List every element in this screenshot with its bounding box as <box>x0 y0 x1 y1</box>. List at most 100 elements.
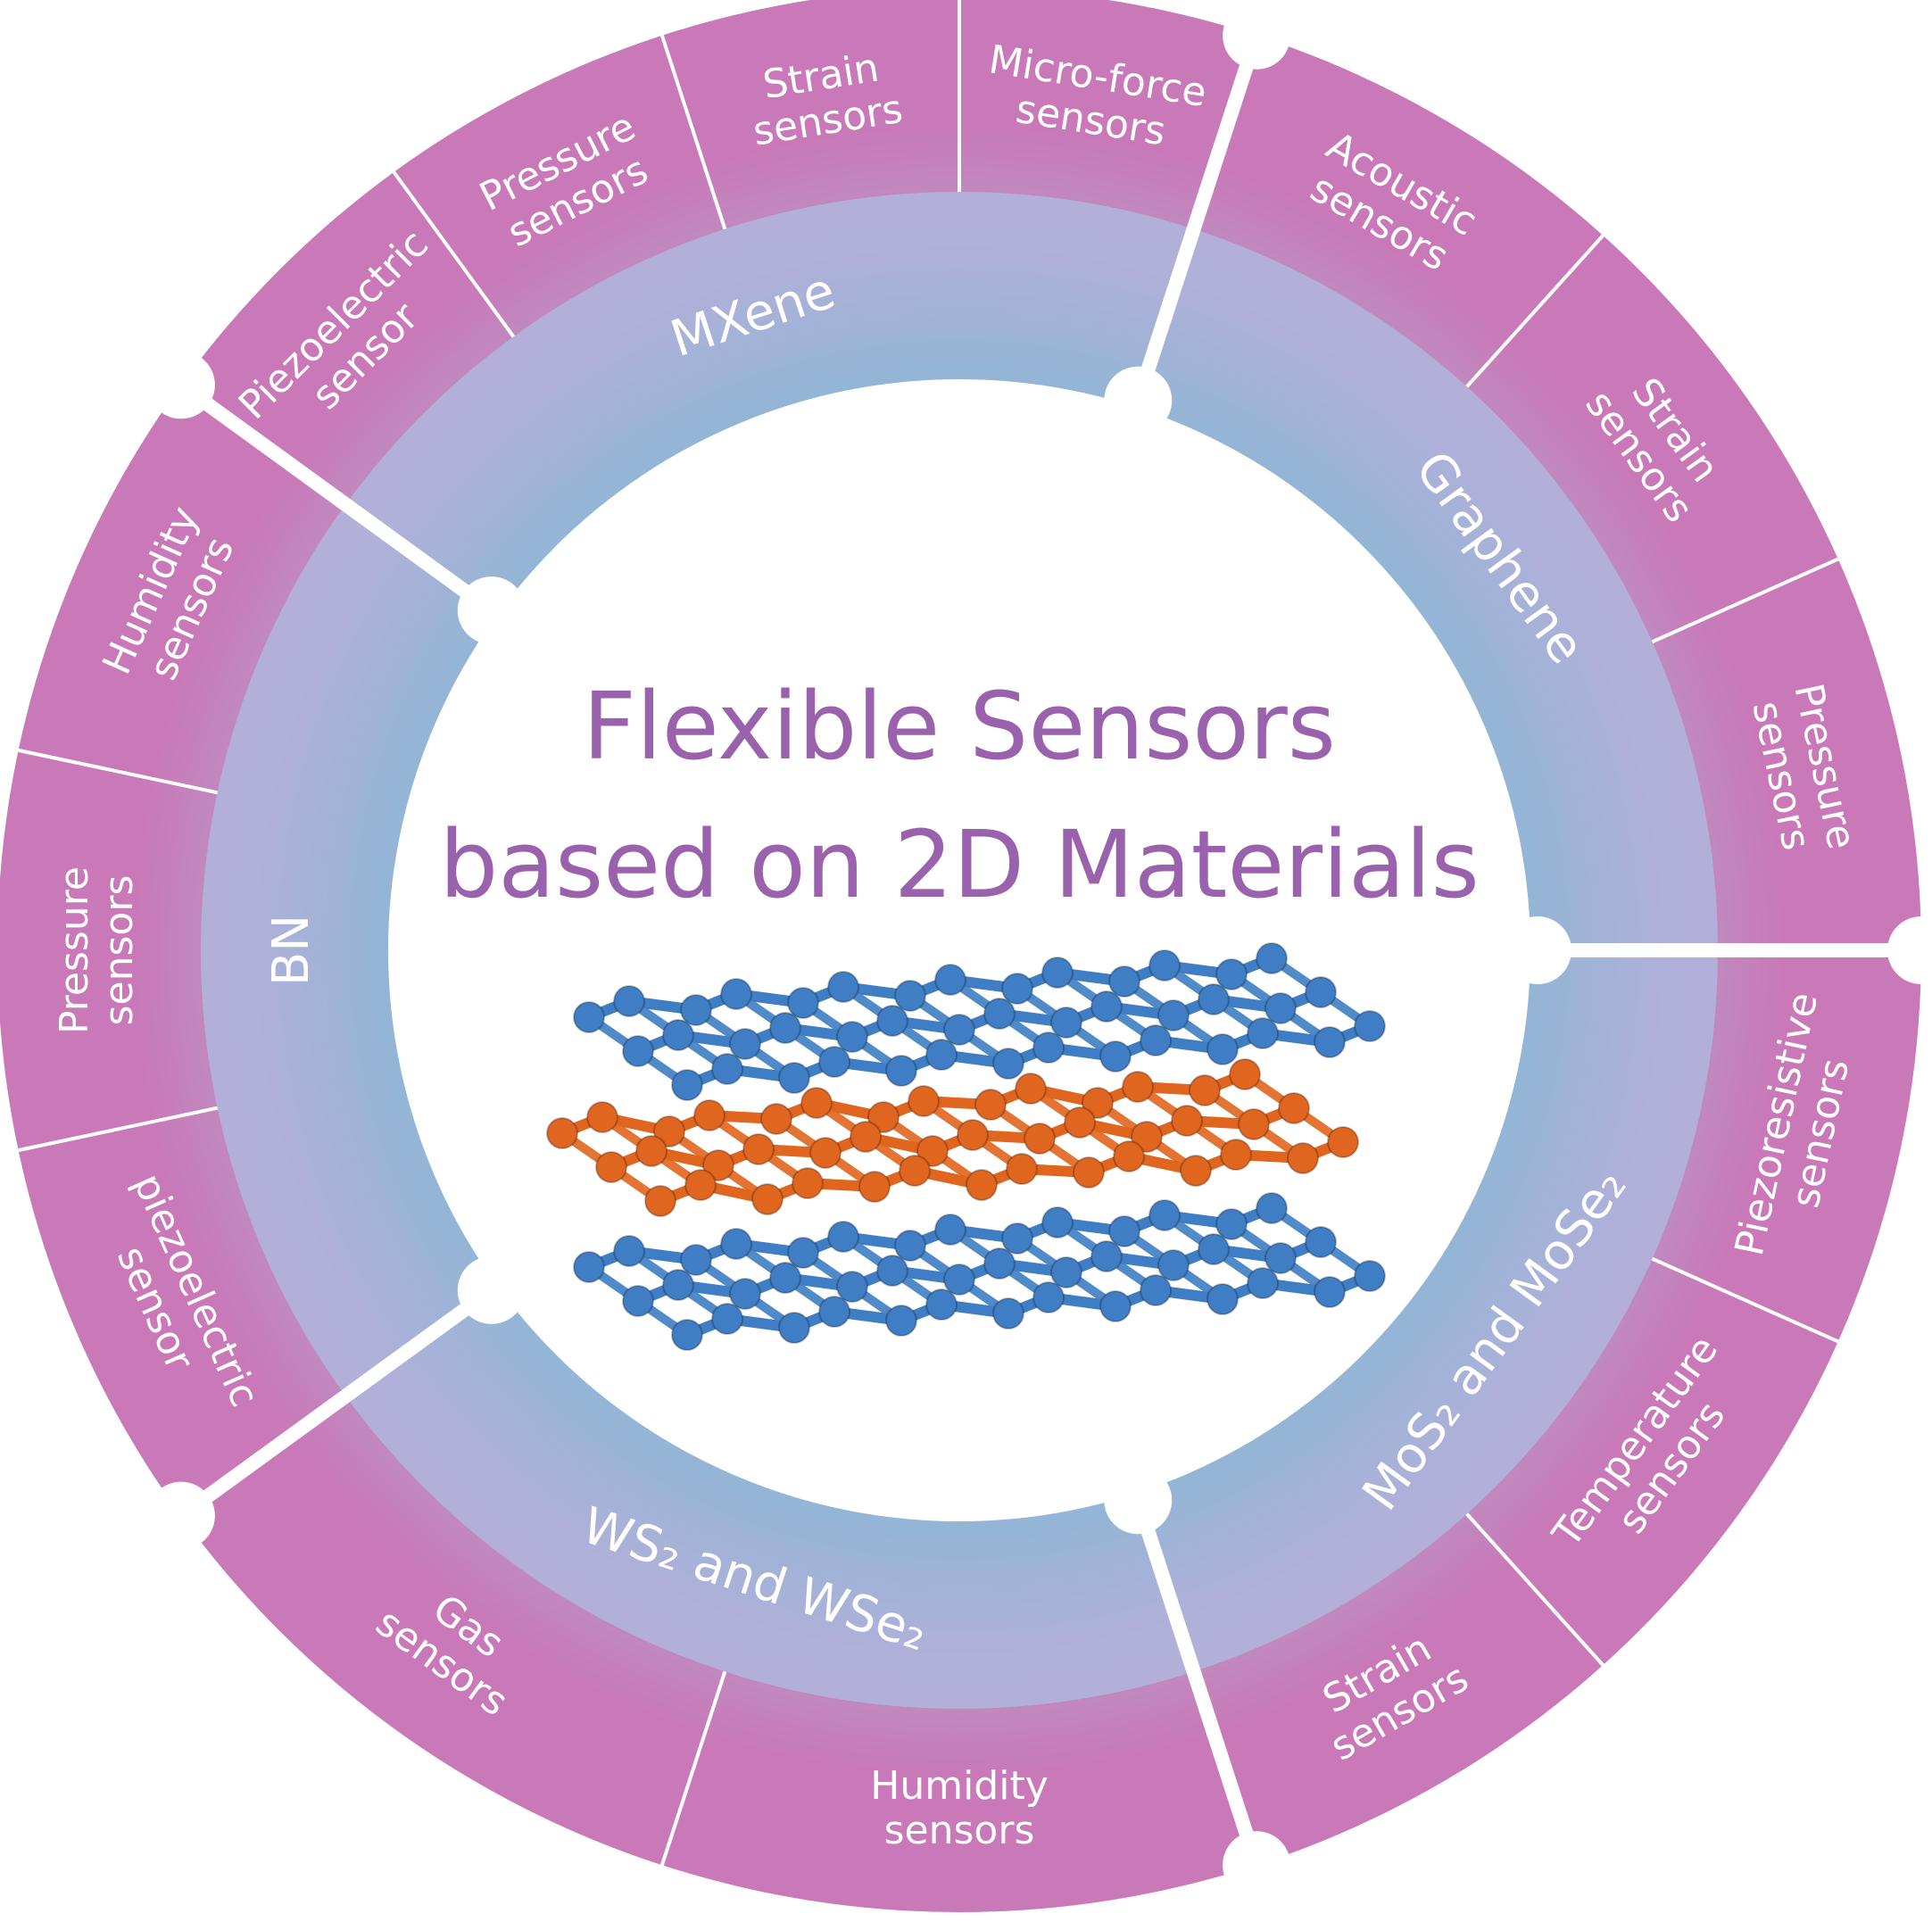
sensor-label-line: sensors <box>96 875 142 1026</box>
atom <box>1314 1276 1346 1308</box>
sensor-divider <box>1465 234 1604 388</box>
sensor-divider <box>1465 1512 1604 1667</box>
atom <box>1082 1087 1114 1119</box>
divider-notch <box>1887 916 1932 984</box>
atom <box>1189 1074 1221 1106</box>
atom <box>1140 1024 1172 1056</box>
atom <box>546 1117 578 1149</box>
material-segment <box>345 1285 1194 1709</box>
sensor-label-line: Humidity <box>870 1763 1049 1809</box>
layered-2d-material-illustration <box>546 942 1386 1351</box>
atom <box>1108 1215 1140 1247</box>
material-label: BN <box>262 915 320 986</box>
atom <box>1122 1071 1154 1103</box>
atom <box>818 1296 850 1328</box>
atom <box>1305 976 1337 1008</box>
atom <box>729 1028 761 1060</box>
atom <box>1024 1123 1056 1155</box>
atom <box>586 1101 618 1133</box>
atom <box>1099 1290 1132 1322</box>
divider-notch <box>457 576 526 645</box>
atom <box>974 1089 1007 1121</box>
atom <box>1247 1017 1279 1049</box>
atom <box>573 1251 605 1283</box>
atom <box>662 1269 694 1301</box>
atom <box>1090 990 1123 1023</box>
atom <box>769 1262 801 1294</box>
atom <box>1050 1007 1082 1039</box>
sensor-divider <box>659 35 727 230</box>
atom <box>800 1087 833 1119</box>
atom <box>671 1069 703 1101</box>
atom <box>1354 1260 1386 1292</box>
atom <box>729 1278 761 1310</box>
atom <box>1278 1092 1310 1124</box>
material-segment <box>1135 950 1718 1672</box>
atom <box>635 1135 667 1167</box>
atom <box>720 978 752 1010</box>
atom <box>1041 957 1074 989</box>
atom <box>983 1247 1016 1280</box>
atom <box>925 1039 958 1071</box>
atom <box>966 1169 998 1201</box>
atom <box>1001 973 1033 1005</box>
divider-notch <box>146 1481 215 1550</box>
atom <box>693 1099 726 1131</box>
atom <box>1015 1073 1047 1105</box>
center-disc <box>388 379 1530 1521</box>
atom <box>595 1151 627 1183</box>
atom <box>1032 1281 1065 1313</box>
atom <box>751 1183 784 1215</box>
atom <box>1099 1040 1132 1073</box>
atom <box>876 1255 908 1287</box>
atom <box>702 1149 734 1181</box>
atom <box>885 1305 917 1337</box>
atom <box>720 1228 752 1260</box>
atom <box>787 987 819 1019</box>
atom <box>1148 1199 1181 1231</box>
atom <box>818 1046 850 1078</box>
atom <box>1050 1256 1082 1288</box>
atom <box>1229 1058 1261 1090</box>
atom <box>1180 1155 1212 1187</box>
atom <box>1113 1140 1145 1172</box>
atom <box>1032 1031 1065 1064</box>
atom <box>1157 999 1190 1031</box>
atom <box>1305 1226 1337 1258</box>
atom <box>1131 1121 1163 1153</box>
atom <box>827 1221 859 1253</box>
atom <box>1265 992 1297 1024</box>
atom <box>992 1297 1024 1330</box>
material-segment <box>1135 228 1718 951</box>
atom <box>1265 1242 1297 1274</box>
atom <box>1157 1249 1190 1281</box>
divider-notch <box>1504 916 1571 984</box>
atom <box>760 1103 792 1135</box>
title-line-2: based on 2D Materials <box>439 810 1480 919</box>
atom <box>943 1014 975 1046</box>
material-divider <box>1129 33 1264 410</box>
atom <box>680 1244 712 1276</box>
atom <box>836 1271 868 1303</box>
sensor-band-segment <box>180 0 1257 506</box>
atom <box>680 994 712 1026</box>
atom <box>1001 1222 1033 1255</box>
material-segment <box>345 192 1194 616</box>
sensor-divider <box>1651 557 1839 644</box>
atom <box>778 1312 810 1344</box>
atom <box>943 1263 975 1296</box>
atom <box>1108 965 1140 998</box>
atom <box>613 985 645 1017</box>
sensor-divider <box>18 1106 218 1153</box>
sensor-label-line: Pressure <box>52 866 97 1034</box>
atom <box>836 1021 868 1053</box>
atom <box>1247 1267 1279 1299</box>
sensor-band-segment <box>1193 950 1921 1866</box>
divider-notch <box>146 351 215 419</box>
sensor-band-segment <box>180 1395 1257 1912</box>
atom <box>858 1171 891 1203</box>
